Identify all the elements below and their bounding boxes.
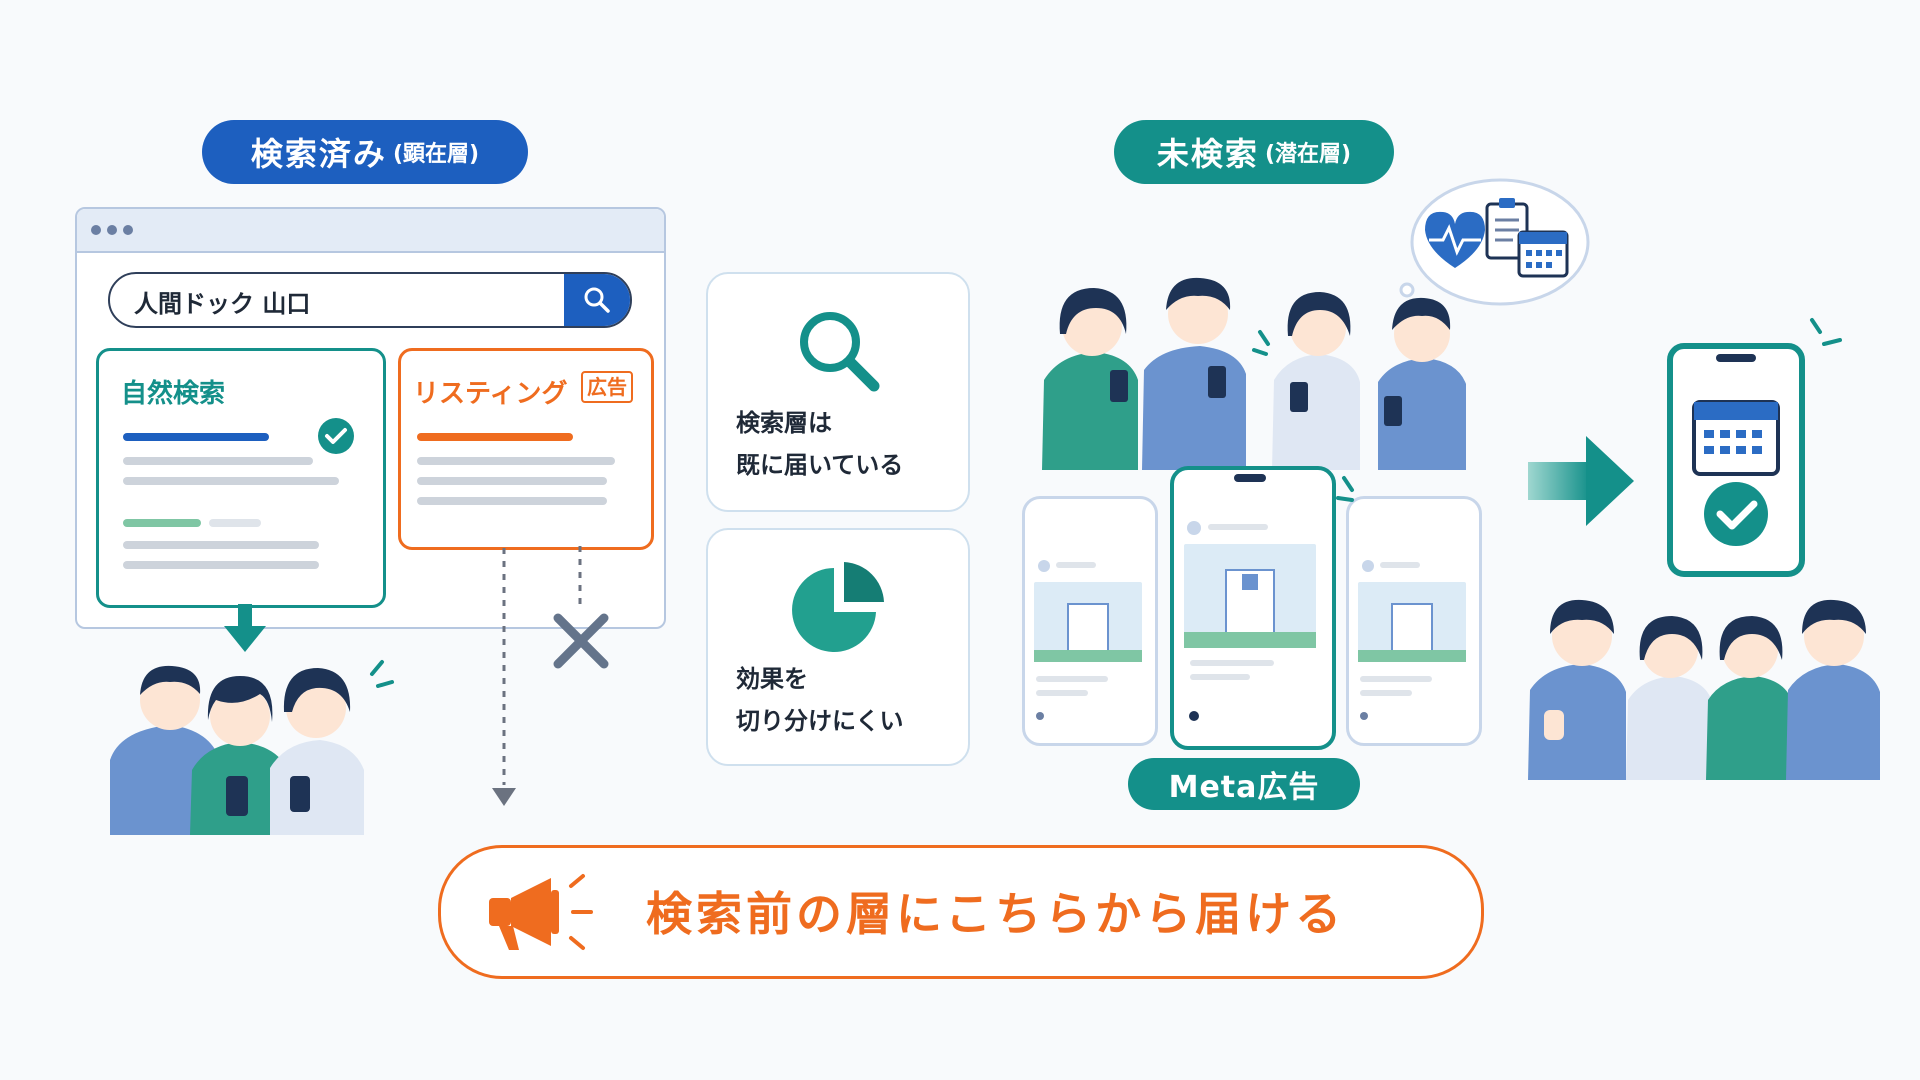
heart-icon — [1189, 711, 1199, 721]
browser-titlebar — [77, 209, 664, 253]
effect-text: 効果を 切り分けにくい — [736, 658, 904, 742]
hospital-ad-right — [1358, 560, 1466, 720]
window-dot — [107, 225, 117, 235]
megaphone-icon — [489, 874, 593, 950]
result-line — [123, 541, 319, 549]
right-arrow-icon — [1528, 436, 1634, 526]
calendar-icon — [1692, 400, 1780, 476]
search-button[interactable] — [564, 274, 630, 326]
person-icon — [1378, 297, 1466, 470]
effect-box: 効果を 切り分けにくい — [706, 528, 970, 766]
person-icon — [1786, 599, 1880, 780]
result-line — [123, 433, 269, 441]
window-dot — [123, 225, 133, 235]
sparkle-icon — [1810, 318, 1842, 346]
bottom-message-pill: 検索前の層にこちらから届ける — [438, 845, 1484, 979]
unsearched-layer-pill: 未検索 (潜在層) — [1114, 120, 1394, 184]
check-circle-icon — [318, 418, 354, 454]
clipboard-icon — [1485, 198, 1529, 260]
searched-layer-subtitle: (顕在層) — [392, 142, 480, 167]
searched-layer-pill: 検索済み (顕在層) — [202, 120, 528, 184]
dotted-arrow-head — [492, 788, 516, 806]
unsearched-layer-title: 未検索 — [1156, 135, 1259, 173]
search-bar[interactable]: 人間ドック 山口 — [108, 272, 632, 328]
search-layer-box: 検索層は 既に届いている — [706, 272, 970, 512]
person-icon — [1626, 616, 1712, 780]
result-line — [417, 497, 607, 505]
meta-ad-pill: Meta広告 — [1128, 758, 1360, 810]
effect-line2: 切り分けにくい — [736, 707, 904, 735]
result-line — [123, 457, 313, 465]
result-line — [417, 457, 615, 465]
thought-bubble — [1399, 178, 1590, 306]
person-icon — [190, 676, 290, 835]
search-layer-text: 検索層は 既に届いている — [736, 402, 903, 486]
person-icon — [1042, 288, 1138, 470]
result-line — [123, 519, 201, 527]
search-layer-line1: 検索層は — [736, 409, 832, 437]
listing-ad-card: リスティング 広告 — [398, 348, 654, 550]
meta-ad-label: Meta広告 — [1168, 770, 1320, 805]
listing-label: リスティング — [413, 379, 568, 409]
hospital-ad-left — [1034, 560, 1142, 720]
sparkle-icon — [1252, 330, 1270, 356]
blocked-x-icon — [553, 613, 609, 669]
window-dot — [91, 225, 101, 235]
unsearched-people-illustration — [1042, 277, 1466, 470]
sparkle-icon — [370, 660, 394, 688]
unsearched-layer-subtitle: (潜在層) — [1264, 142, 1352, 167]
left-people-illustration — [110, 660, 394, 835]
person-icon — [1528, 599, 1626, 780]
result-line — [123, 561, 319, 569]
search-icon — [584, 287, 610, 313]
hospital-ad-center — [1184, 474, 1316, 721]
searched-layer-title: 検索済み — [250, 135, 387, 173]
search-query[interactable]: 人間ドック 山口 — [134, 290, 311, 318]
booking-phone — [1667, 318, 1842, 577]
heart-icon — [1036, 712, 1044, 720]
bottom-message: 検索前の層にこちらから届ける — [646, 887, 1346, 941]
result-line — [209, 519, 261, 527]
calendar-icon — [1517, 230, 1569, 278]
result-line — [123, 477, 339, 485]
person-icon — [1706, 616, 1792, 780]
pie-chart-icon — [792, 562, 884, 652]
customers-illustration — [1528, 599, 1880, 780]
magnifier-icon — [800, 312, 880, 392]
heart-icon — [1360, 712, 1368, 720]
person-icon — [1272, 292, 1360, 470]
thumbs-up-icon — [1544, 710, 1564, 740]
sparkle-icon — [1336, 476, 1354, 502]
person-icon — [1142, 277, 1246, 470]
effect-line1: 効果を — [736, 665, 808, 693]
search-layer-line2: 既に届いている — [736, 451, 904, 479]
organic-search-label: 自然検索 — [121, 379, 226, 409]
result-line — [417, 477, 607, 485]
organic-search-card: 自然検索 — [96, 348, 386, 608]
down-arrow-icon — [224, 604, 266, 652]
check-circle-icon — [1704, 482, 1768, 546]
person-icon — [270, 668, 364, 835]
ad-badge: 広告 — [581, 371, 633, 403]
heart-icon — [1425, 211, 1485, 268]
result-line — [417, 433, 573, 441]
